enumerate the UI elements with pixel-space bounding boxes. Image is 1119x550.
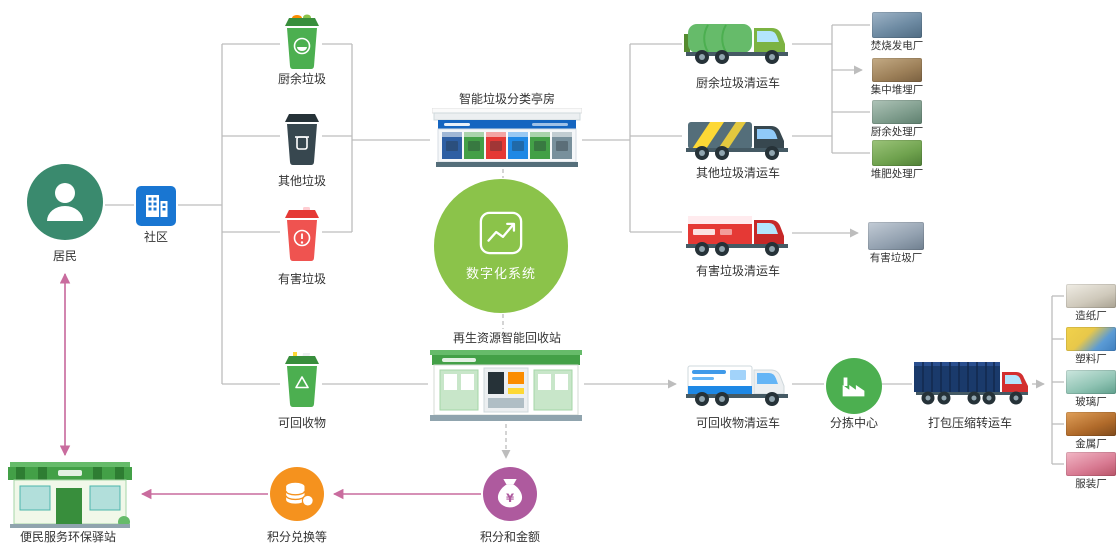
sorting-center-label: 分拣中心 bbox=[829, 416, 878, 430]
kiosk-node bbox=[432, 108, 582, 168]
building-icon bbox=[136, 186, 176, 226]
metal-plant-label: 金属厂 bbox=[1075, 438, 1107, 450]
compost-plant-photo bbox=[872, 140, 922, 166]
red-truck-icon bbox=[686, 216, 788, 256]
recyclable-waste-bin-label: 可回收物 bbox=[277, 416, 326, 430]
kitchen-plant-label: 厨余处理厂 bbox=[870, 126, 924, 138]
harmful-waste-bin-label: 有害垃圾 bbox=[277, 272, 326, 286]
digital-system-label: 数字化系统 bbox=[465, 266, 536, 281]
transfer-truck-label: 打包压缩转运车 bbox=[927, 416, 1012, 430]
kitchen-waste-truck-label: 厨余垃圾清运车 bbox=[695, 76, 780, 90]
garbage-truck-icon bbox=[684, 24, 788, 64]
transfer-truck bbox=[914, 356, 1032, 408]
dark-truck-icon bbox=[686, 122, 788, 160]
connector-gray-lines bbox=[105, 24, 1064, 465]
kitchen-waste-bin bbox=[282, 14, 322, 70]
kitchen-waste-truck bbox=[684, 14, 792, 66]
metal-plant-photo bbox=[1066, 412, 1116, 436]
blue-box-truck-icon bbox=[686, 365, 788, 406]
recycle-station-label: 再生资源智能回收站 bbox=[452, 331, 561, 345]
service-station-image bbox=[8, 462, 132, 528]
clothing-factory-photo bbox=[1066, 452, 1116, 476]
semi-truck-icon bbox=[914, 362, 1028, 405]
recyclable-waste-bin bbox=[282, 352, 322, 408]
incineration-plant-photo bbox=[872, 12, 922, 38]
kitchen-waste-bin-label: 厨余垃圾 bbox=[277, 72, 326, 86]
paper-mill-label: 造纸厂 bbox=[1075, 310, 1107, 322]
plastic-plant-label: 塑料厂 bbox=[1075, 353, 1107, 365]
yuan-symbol: ¥ bbox=[506, 491, 514, 505]
community-node bbox=[136, 186, 176, 226]
points-amount-node: ¥ bbox=[483, 467, 537, 521]
harmful-plant-photo bbox=[868, 222, 924, 250]
kitchen-plant-photo bbox=[872, 100, 922, 124]
other-waste-bin bbox=[282, 110, 322, 166]
points-amount-label: 积分和金额 bbox=[479, 530, 540, 544]
other-waste-truck bbox=[684, 110, 792, 162]
recyclable-waste-truck-label: 可回收物清运车 bbox=[695, 416, 780, 430]
landfill-plant-label: 集中堆埋厂 bbox=[870, 84, 924, 96]
incineration-plant-label: 焚烧发电厂 bbox=[870, 40, 924, 52]
other-waste-truck-label: 其他垃圾清运车 bbox=[695, 166, 780, 180]
recyclable-bin-icon bbox=[285, 352, 319, 407]
chart-icon bbox=[479, 211, 523, 255]
compost-plant-label: 堆肥处理厂 bbox=[870, 168, 924, 180]
resident-node bbox=[26, 163, 104, 241]
glass-plant-label: 玻璃厂 bbox=[1075, 396, 1107, 408]
coins-icon bbox=[285, 482, 314, 507]
resident-label: 居民 bbox=[52, 249, 77, 263]
recycle-station-node bbox=[430, 348, 582, 422]
points-exchange-node bbox=[270, 467, 324, 521]
harmful-waste-bin bbox=[282, 206, 322, 262]
glass-plant-photo bbox=[1066, 370, 1116, 394]
harmful-plant-label: 有害垃圾厂 bbox=[869, 252, 923, 264]
other-waste-bin-label: 其他垃圾 bbox=[277, 174, 326, 188]
money-bag-icon: ¥ bbox=[497, 479, 523, 508]
landfill-plant-photo bbox=[872, 58, 922, 82]
factory-icon bbox=[842, 377, 865, 397]
connector-dashed-lines bbox=[501, 169, 511, 459]
kiosk-image bbox=[432, 108, 582, 167]
kiosk-label: 智能垃圾分类亭房 bbox=[458, 92, 555, 106]
service-station-node bbox=[8, 460, 132, 530]
connector-pink-arrows bbox=[59, 272, 481, 500]
harmful-bin-icon bbox=[285, 207, 319, 261]
recyclable-waste-truck bbox=[684, 356, 792, 408]
community-label: 社区 bbox=[143, 230, 168, 244]
digital-system-node: 数字化系统 bbox=[434, 179, 568, 313]
clothing-factory-label: 服装厂 bbox=[1075, 478, 1107, 490]
service-station-label: 便民服务环保驿站 bbox=[19, 530, 116, 544]
recycle-station-image bbox=[430, 350, 582, 421]
person-icon bbox=[27, 164, 103, 240]
harmful-waste-truck bbox=[684, 206, 792, 258]
other-bin-icon bbox=[285, 114, 319, 165]
sorting-center-node bbox=[826, 358, 882, 414]
points-exchange-label: 积分兑换等 bbox=[266, 530, 327, 544]
harmful-waste-truck-label: 有害垃圾清运车 bbox=[695, 264, 780, 278]
kitchen-bin-icon bbox=[285, 14, 319, 69]
plastic-plant-photo bbox=[1066, 327, 1116, 351]
paper-mill-photo bbox=[1066, 284, 1116, 308]
